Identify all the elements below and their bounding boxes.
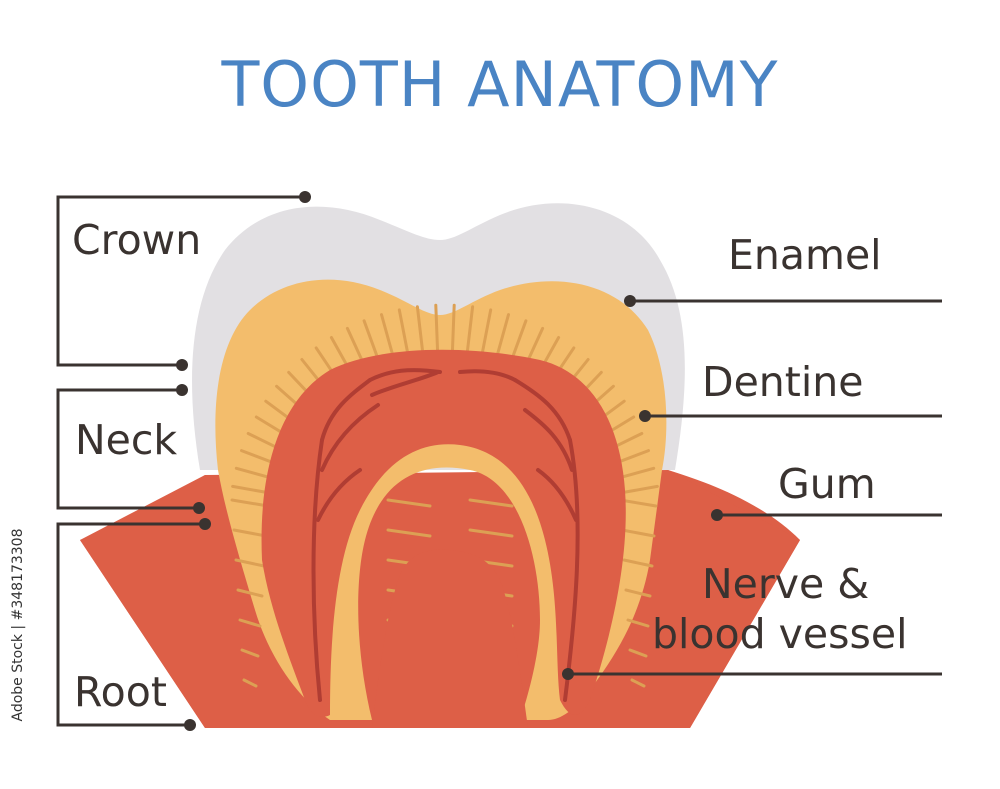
dentine-texture-line	[236, 588, 264, 598]
crown-bottom-dot	[176, 359, 188, 371]
label-crown: Crown	[72, 216, 202, 264]
label-enamel: Enamel	[728, 231, 882, 279]
dentine-texture-line	[240, 648, 260, 658]
nerve-dot	[562, 668, 574, 680]
root-bottom-dot	[184, 719, 196, 731]
label-nerve-line2: blood vessel	[652, 610, 908, 658]
dentine-texture-line	[628, 648, 648, 658]
root-top-dot	[199, 518, 211, 530]
root-bracket	[56, 522, 205, 727]
dentine-texture-line	[232, 528, 268, 538]
dentine-texture-line	[630, 678, 646, 688]
gum-dot	[711, 509, 723, 521]
neck-bracket	[56, 388, 199, 510]
enamel-dot	[624, 295, 636, 307]
label-root: Root	[74, 668, 167, 716]
label-gum: Gum	[778, 460, 876, 508]
dentine-texture-line	[624, 588, 652, 598]
dentine-dot	[639, 410, 651, 422]
neck-top-dot	[176, 384, 188, 396]
stock-watermark-id: Adobe Stock | #348173308	[6, 529, 30, 722]
dentine-texture-line	[618, 498, 658, 508]
dentine-texture-line	[386, 528, 432, 538]
neck-bottom-dot	[193, 502, 205, 514]
pulp-chamber	[261, 349, 626, 717]
dentine-texture-line	[242, 678, 258, 688]
dentine-texture-line	[622, 558, 654, 568]
label-dentine: Dentine	[702, 358, 864, 406]
dentine-texture-line	[626, 618, 650, 628]
right-dots	[562, 295, 723, 680]
left-dots	[176, 191, 311, 731]
dentine-texture-line	[468, 528, 514, 538]
dentine-texture-line	[386, 498, 432, 508]
label-nerve-line1: Nerve &	[702, 560, 870, 608]
dentine-texture-line	[230, 498, 270, 508]
dentine-texture-line	[234, 558, 266, 568]
stock-id-text: Adobe Stock | #348173308	[10, 528, 26, 722]
left-brackets	[56, 195, 305, 727]
diagram-title: TOOTH ANATOMY	[221, 48, 779, 121]
gum-inner	[372, 549, 528, 728]
crown-bracket	[56, 195, 305, 367]
dentine-texture-line	[468, 498, 514, 508]
dentine-texture-line	[620, 528, 656, 538]
label-neck: Neck	[75, 416, 178, 464]
right-leaders	[568, 299, 942, 676]
dentine-texture-line	[238, 618, 262, 628]
crown-top-dot	[299, 191, 311, 203]
